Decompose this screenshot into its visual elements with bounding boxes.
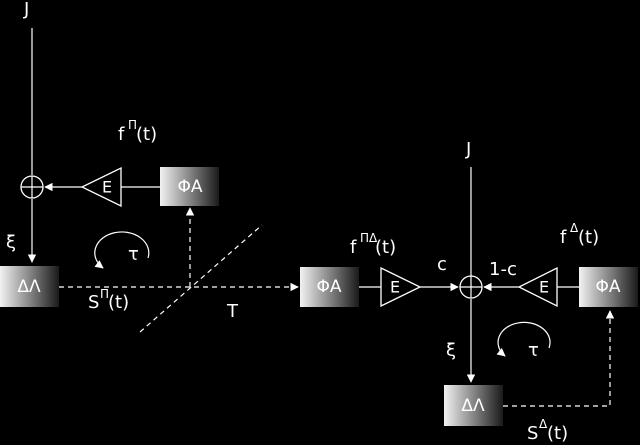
s-delta-dashed-line	[503, 310, 615, 407]
j-left-label: J	[23, 0, 29, 20]
svg-text:Π: Π	[100, 287, 109, 301]
svg-text:E: E	[539, 278, 549, 297]
svg-text:ΦA: ΦA	[595, 277, 620, 297]
svg-text:ΦA: ΦA	[177, 177, 202, 197]
s-delta-label: S Δ (t)	[527, 417, 568, 444]
svg-text:f: f	[118, 124, 125, 145]
delta-lambda-block-bottom: ΔΛ	[444, 385, 503, 426]
svg-text:(t): (t)	[108, 292, 129, 313]
svg-text:E: E	[102, 178, 112, 197]
tau-right-label: τ	[528, 340, 539, 361]
c-label: c	[437, 254, 447, 275]
svg-text:ΔΛ: ΔΛ	[461, 396, 485, 416]
delta-lambda-block-left: ΔΛ	[0, 266, 59, 307]
xi-left-label: ξ	[6, 232, 16, 253]
dashed-diagonal	[139, 224, 263, 333]
svg-text:Δ: Δ	[570, 221, 579, 235]
j-right-label: J	[465, 139, 471, 160]
svg-text:f: f	[350, 237, 357, 258]
phi-a-block-right: ΦA	[579, 267, 638, 307]
one-minus-c-label: 1-c	[489, 259, 517, 280]
e-amplifier-top: E	[80, 166, 122, 208]
svg-text:S: S	[527, 423, 538, 444]
phi-a-block-top: ΦA	[160, 167, 219, 206]
svg-text:ΠΔ: ΠΔ	[360, 231, 378, 245]
svg-text:(t): (t)	[547, 423, 568, 444]
svg-text:ΦA: ΦA	[316, 277, 341, 297]
svg-text:Π: Π	[128, 118, 137, 132]
svg-text:S: S	[88, 292, 99, 313]
svg-text:(t): (t)	[136, 124, 157, 145]
svg-text:(t): (t)	[578, 227, 599, 248]
f-delta-label: f Δ (t)	[560, 221, 599, 248]
phi-a-block-mid: ΦA	[300, 267, 359, 307]
svg-text:ΔΛ: ΔΛ	[17, 277, 41, 297]
svg-text:Δ: Δ	[539, 417, 548, 431]
t-symbol-label: T	[226, 301, 239, 322]
tau-left-label: τ	[128, 244, 139, 265]
f-pi-label: f Π (t)	[118, 118, 157, 145]
xi-right-label: ξ	[446, 340, 456, 361]
e-amplifier-right: E	[517, 266, 558, 308]
svg-text:f: f	[560, 227, 567, 248]
tau-arrow-left	[94, 231, 150, 269]
svg-text:(t): (t)	[375, 237, 396, 258]
e-amplifier-mid: E	[380, 266, 422, 308]
f-pidelta-label: f ΠΔ (t)	[350, 231, 396, 258]
tau-arrow-right	[496, 321, 551, 357]
s-pi-label: S Π (t)	[88, 287, 129, 313]
sum-junction-right	[459, 275, 483, 299]
sum-junction-left	[20, 175, 44, 199]
svg-text:E: E	[390, 278, 400, 297]
